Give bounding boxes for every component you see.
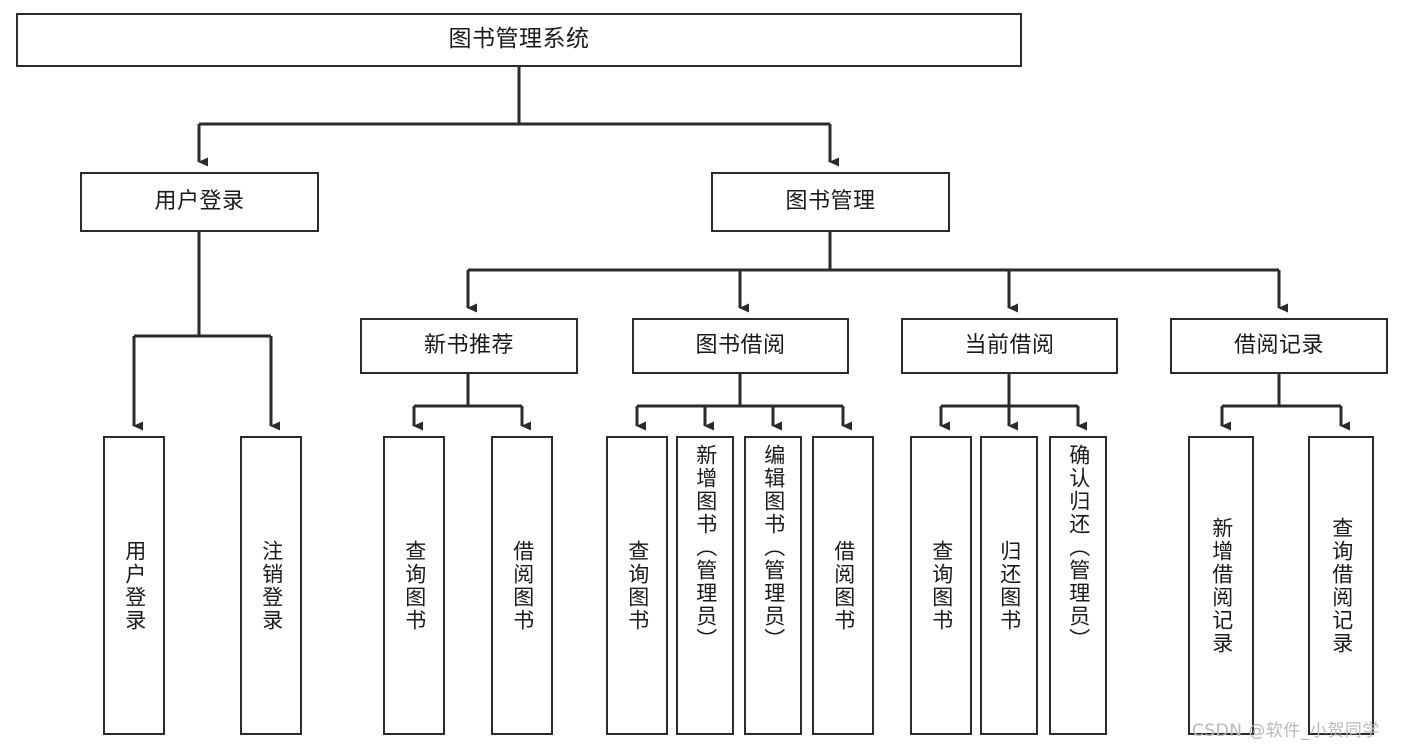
- leaf-edit-book-admin[interactable]: 编辑图书（管理员）: [744, 436, 802, 735]
- leaf-query-book-recommend[interactable]: 查询图书: [383, 436, 445, 735]
- node-book-management-system[interactable]: 图书管理系统: [16, 13, 1022, 67]
- node-label: 查询图书: [402, 539, 427, 632]
- node-label: 图书管理: [785, 188, 876, 214]
- leaf-confirm-return-admin[interactable]: 确认归还（管理员）: [1049, 436, 1107, 735]
- node-label: 新增借阅记录: [1209, 516, 1234, 655]
- node-label: 注销登录: [259, 539, 284, 632]
- node-label: 借阅图书: [831, 539, 856, 632]
- leaf-query-borrow-record[interactable]: 查询借阅记录: [1308, 436, 1374, 735]
- node-borrow-record[interactable]: 借阅记录: [1170, 318, 1388, 374]
- node-label: 图书管理系统: [448, 26, 590, 53]
- node-user-login[interactable]: 用户登录: [80, 172, 319, 232]
- node-new-book-recommend[interactable]: 新书推荐: [360, 318, 578, 374]
- node-label: 查询图书: [929, 539, 954, 632]
- node-label: 编辑图书（管理员）: [761, 444, 786, 651]
- node-label: 用户登录: [122, 539, 147, 632]
- node-label: 当前借阅: [964, 332, 1055, 358]
- node-label: 用户登录: [154, 188, 245, 214]
- leaf-user-login[interactable]: 用户登录: [103, 436, 165, 735]
- leaf-add-book-admin[interactable]: 新增图书（管理员）: [676, 436, 734, 735]
- leaf-borrow-book-recommend[interactable]: 借阅图书: [491, 436, 553, 735]
- leaf-add-borrow-record[interactable]: 新增借阅记录: [1188, 436, 1254, 735]
- leaf-logout-login[interactable]: 注销登录: [240, 436, 302, 735]
- leaf-query-book-current[interactable]: 查询图书: [910, 436, 972, 735]
- leaf-return-book[interactable]: 归还图书: [980, 436, 1038, 735]
- node-label: 借阅记录: [1233, 332, 1324, 358]
- leaf-borrow-book[interactable]: 借阅图书: [812, 436, 874, 735]
- node-label: 查询借阅记录: [1329, 516, 1354, 655]
- node-label: 查询图书: [625, 539, 650, 632]
- node-label: 图书借阅: [695, 332, 786, 358]
- leaf-query-book-borrow[interactable]: 查询图书: [606, 436, 668, 735]
- node-current-borrow[interactable]: 当前借阅: [901, 318, 1118, 374]
- node-label: 归还图书: [997, 539, 1022, 632]
- csdn-watermark: CSDN @软件_小贺同学: [1192, 721, 1380, 741]
- node-label: 确认归还（管理员）: [1066, 444, 1091, 651]
- node-label: 新书推荐: [423, 332, 514, 358]
- node-label: 新增图书（管理员）: [693, 444, 718, 651]
- node-book-manage[interactable]: 图书管理: [711, 172, 950, 232]
- node-label: 借阅图书: [510, 539, 535, 632]
- node-book-borrow[interactable]: 图书借阅: [632, 318, 849, 374]
